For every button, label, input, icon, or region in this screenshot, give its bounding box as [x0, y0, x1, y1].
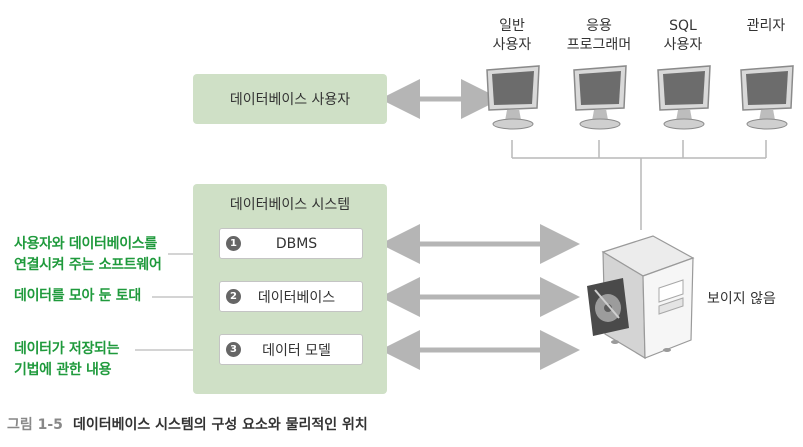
user-label-sql: SQL 사용자	[663, 18, 703, 53]
caption-text: 데이터베이스 시스템의 구성 요소와 물리적인 위치	[72, 417, 368, 433]
caption-number: 그림 1-5	[7, 417, 63, 433]
user-label-admin: 관리자	[746, 18, 786, 34]
note-database: 데이터를 모아 둔 토대	[14, 288, 141, 304]
note-data-model: 데이터가 저장되는 기법에 관한 내용	[14, 341, 120, 378]
component-database: 2 데이터베이스	[219, 281, 363, 312]
component-label: 데이터 모델	[262, 342, 331, 359]
number-badge: 1	[226, 236, 241, 251]
server-icon	[587, 235, 695, 360]
component-data-model: 3 데이터 모델	[219, 334, 363, 365]
monitor-icon	[573, 65, 627, 130]
figure-caption: 그림 1-5 데이터베이스 시스템의 구성 요소와 물리적인 위치	[7, 414, 368, 434]
system-title: 데이터베이스 시스템	[229, 197, 351, 213]
monitor-icon	[740, 65, 794, 130]
component-label: 데이터베이스	[257, 289, 336, 306]
server-label: 보이지 않음	[707, 291, 776, 307]
database-system-box: 데이터베이스 시스템 1 DBMS 2 데이터베이스 3 데이터 모델	[193, 184, 387, 394]
component-dbms: 1 DBMS	[219, 228, 363, 259]
user-label-programmer: 응용 프로그래머	[566, 18, 632, 53]
number-badge: 3	[226, 342, 241, 357]
component-label: DBMS	[275, 235, 318, 252]
monitor-icon	[486, 65, 540, 130]
note-dbms: 사용자와 데이터베이스를 연결시켜 주는 소프트웨어	[14, 236, 162, 273]
number-badge: 2	[226, 289, 241, 304]
monitor-icon	[657, 65, 711, 130]
user-label-general: 일반 사용자	[492, 18, 532, 53]
user-network-lines	[511, 140, 767, 230]
database-users-label: 데이터베이스 사용자	[229, 92, 351, 108]
database-users-box: 데이터베이스 사용자	[193, 74, 387, 124]
